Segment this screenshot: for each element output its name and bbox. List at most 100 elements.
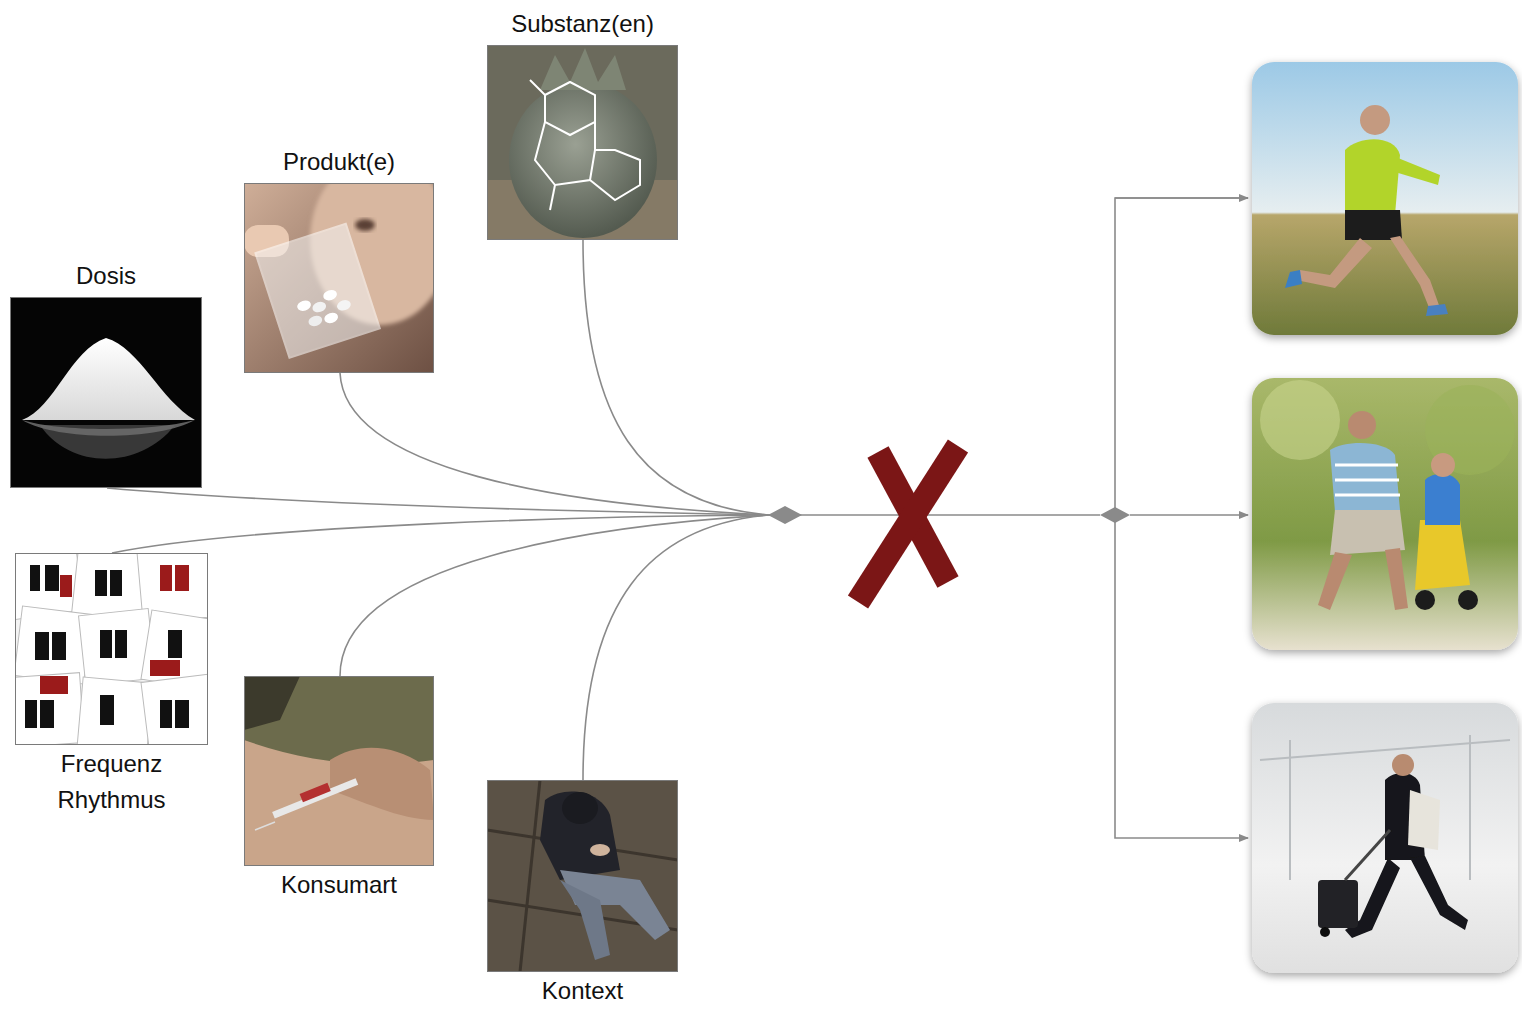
- illustration-part: [1285, 270, 1302, 288]
- illustration-part: [1335, 464, 1398, 467]
- image-box: Produkt(e): [244, 183, 434, 373]
- illustration-part: [60, 575, 72, 597]
- illustration-part: [336, 298, 352, 312]
- illustration-part: [1289, 740, 1291, 880]
- illustration-part: [560, 880, 610, 960]
- illustration-part: [590, 150, 640, 200]
- illustration-part: [487, 780, 678, 972]
- illustration-part: [509, 82, 657, 238]
- illustration-part: [1390, 236, 1440, 310]
- illustration-part: [1252, 378, 1518, 650]
- illustration-part: [255, 224, 379, 358]
- image-caption: Dosis: [76, 258, 136, 294]
- illustration-part: [1330, 443, 1400, 512]
- illustration-part: [560, 870, 670, 940]
- father-child-photo: [1252, 378, 1518, 650]
- illustration-part: [175, 700, 189, 728]
- illustration-part: [540, 792, 620, 880]
- illustration-part: [100, 630, 112, 658]
- illustration-part: [160, 700, 172, 728]
- runner-photo: [1252, 62, 1518, 335]
- illustration-part: [487, 45, 678, 240]
- illustration-part: [1320, 927, 1330, 937]
- illustration-part: [1252, 62, 1518, 335]
- illustration-part: [1296, 238, 1372, 288]
- illustration-part: [1335, 465, 1400, 495]
- illustration-part: [1252, 62, 1518, 335]
- illustration-part: [141, 674, 208, 745]
- illustration-part: [40, 676, 68, 694]
- illustration-part: [530, 80, 640, 210]
- illustration-part: [1318, 880, 1358, 928]
- cross-mark: [858, 446, 958, 602]
- image-box: Substanz(en): [487, 45, 678, 240]
- illustration-part: [1410, 856, 1468, 930]
- illustration-part: [1115, 197, 1248, 199]
- illustration-part: [1395, 158, 1440, 185]
- illustration-part: [540, 48, 626, 90]
- context-photo: [487, 780, 678, 972]
- illustration-part: [1415, 590, 1435, 610]
- illustration-part: [1260, 735, 1510, 880]
- illustration-part: [583, 240, 770, 515]
- illustration-part: [244, 676, 434, 866]
- illustration-part: [40, 425, 175, 459]
- image-box: Dosis: [10, 297, 202, 488]
- illustration-part: [30, 565, 40, 591]
- illustration-part: [1318, 552, 1352, 610]
- illustration-part: [255, 822, 275, 830]
- illustration-part: [1345, 830, 1390, 880]
- illustration-part: [160, 565, 172, 591]
- illustration-part: [25, 700, 37, 728]
- illustration-part: [1431, 453, 1455, 477]
- illustration-part: [1330, 510, 1405, 555]
- illustration-part: [272, 778, 358, 818]
- illustration-part: [340, 515, 770, 676]
- illustration-part: [25, 565, 189, 728]
- image-caption: Substanz(en): [511, 6, 654, 42]
- illustration-part: [35, 632, 49, 660]
- image-caption: Kontext: [542, 973, 623, 1009]
- illustration-part: [40, 700, 54, 728]
- illustration-part: [1260, 740, 1510, 760]
- traveller-photo: [1252, 703, 1518, 973]
- illustration-part: [112, 515, 770, 553]
- illustration-part: [520, 780, 540, 972]
- illustration-part: [1345, 139, 1400, 215]
- illustration-part: [323, 311, 339, 325]
- illustration-part: [1252, 703, 1518, 973]
- illustration-part: [583, 515, 770, 780]
- illustration-part: [15, 553, 208, 745]
- illustration-part: [100, 695, 114, 725]
- illustration-part: [355, 219, 375, 231]
- illustration-part: [10, 297, 202, 488]
- illustration-part: [115, 630, 127, 658]
- illustration-part: [307, 314, 323, 328]
- illustration-part: [858, 446, 958, 602]
- illustration-part: [175, 565, 189, 591]
- illustration-part: [545, 82, 595, 135]
- illustration-part: [1360, 105, 1390, 135]
- illustration-part: [590, 844, 610, 856]
- illustration-part: [40, 565, 189, 694]
- illustration-part: [311, 300, 327, 314]
- illustration-part: [1408, 790, 1440, 850]
- pill-bag-photo: [244, 183, 434, 373]
- illustration-part: [1345, 210, 1402, 240]
- illustration-part: [296, 299, 312, 313]
- illustration-part: [1385, 548, 1408, 610]
- illustration-part: [1458, 590, 1478, 610]
- image-caption: Frequenz Rhythmus: [37, 746, 187, 818]
- illustration-part: [1426, 304, 1448, 316]
- junction-diamond: [1100, 507, 1130, 523]
- illustration-part: [45, 565, 59, 591]
- illustration-part: [322, 288, 338, 302]
- poppy-molecule-photo: [487, 45, 678, 240]
- illustration-part: [530, 80, 545, 95]
- illustration-part: [107, 488, 770, 515]
- illustration-part: [168, 630, 182, 658]
- illustration-part: [52, 632, 66, 660]
- illustration-part: [1335, 479, 1399, 482]
